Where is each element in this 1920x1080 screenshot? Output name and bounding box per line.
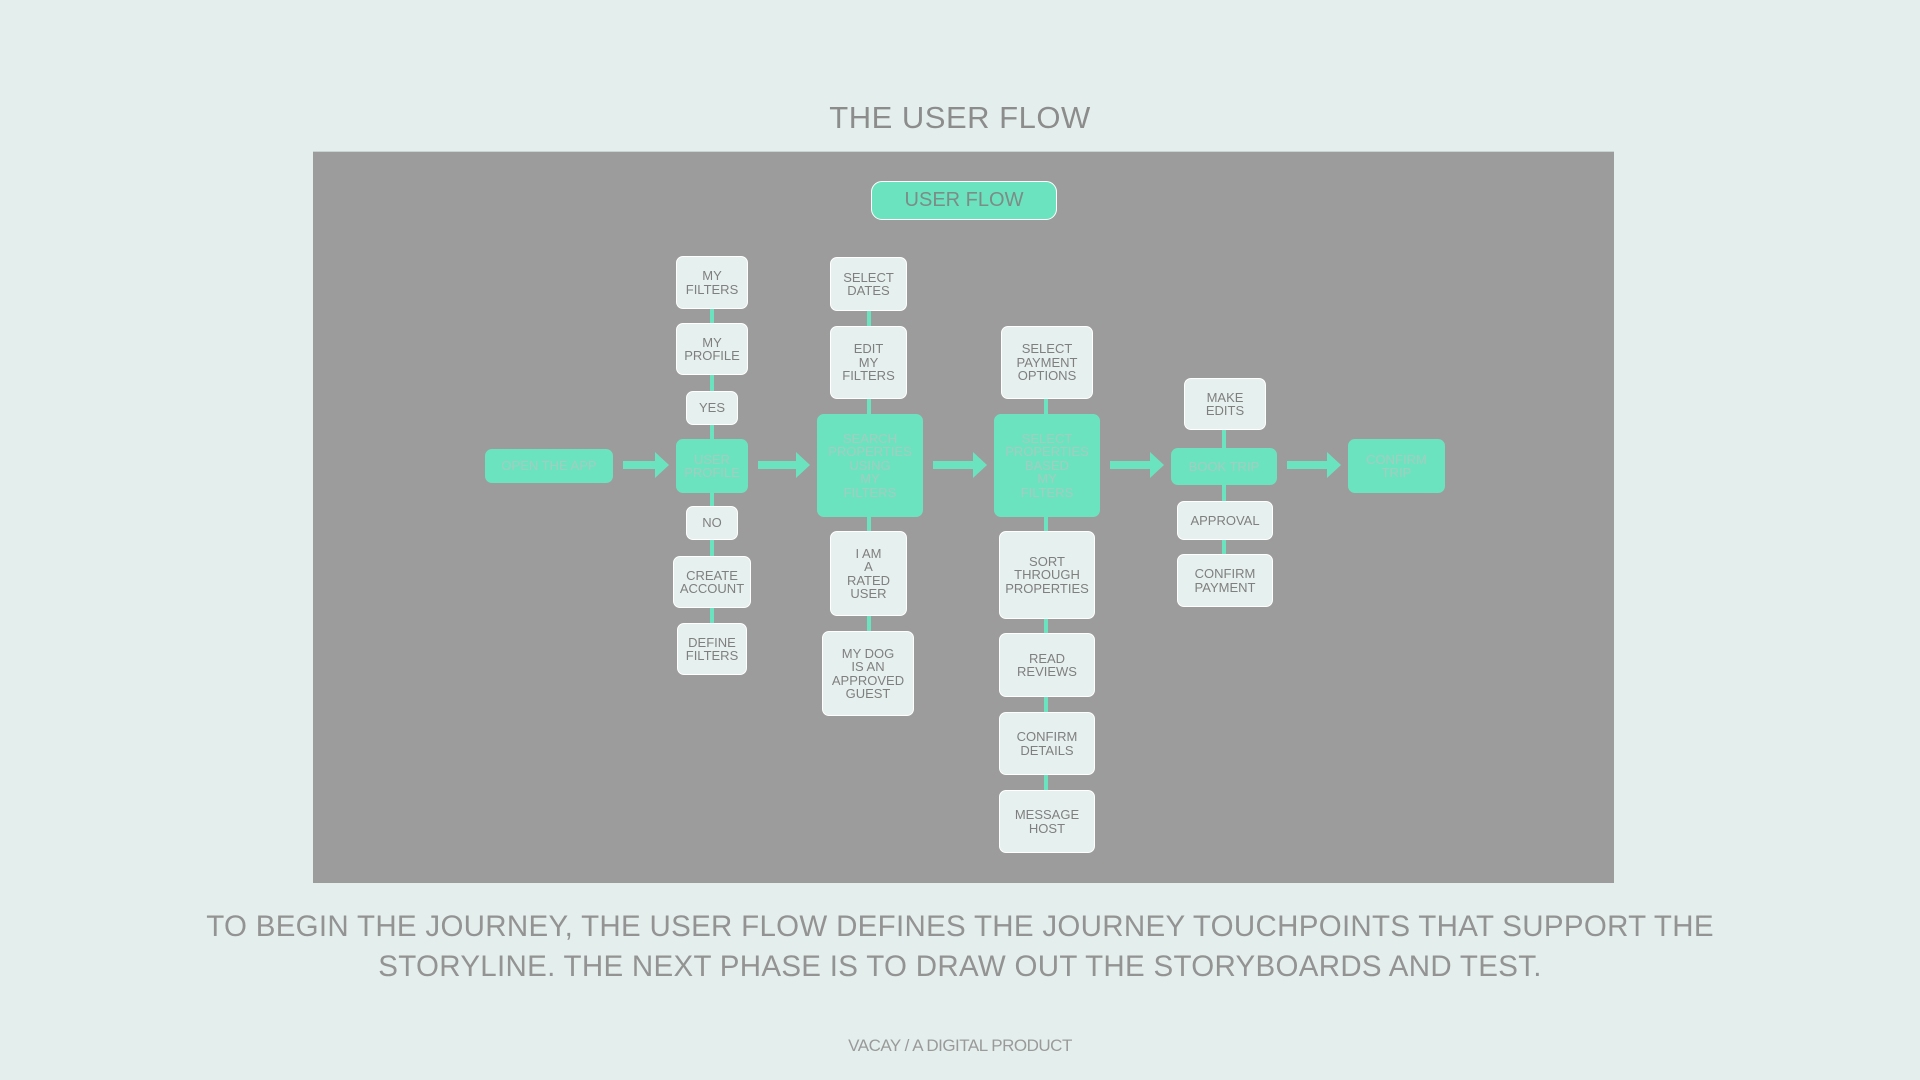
flow-node-define-filters: DEFINE FILTERS	[677, 623, 747, 675]
flow-arrow	[758, 452, 810, 478]
flow-node-select-dates: SELECT DATES	[830, 257, 907, 311]
flow-node-confirm-details: CONFIRM DETAILS	[999, 712, 1095, 775]
flow-node-confirm-payment: CONFIRM PAYMENT	[1177, 554, 1273, 607]
flow-node-search-properties: SEARCH PROPERTIES USING MY FILTERS	[817, 414, 923, 517]
flow-arrow	[1287, 452, 1341, 478]
flow-node-sort-properties: SORT THROUGH PROPERTIES	[999, 531, 1095, 619]
flow-node-no: NO	[686, 506, 738, 540]
flow-node-yes: YES	[686, 391, 738, 425]
flow-node-book-trip: BOOK TRIP	[1171, 448, 1277, 485]
flow-node-dog-approved: MY DOG IS AN APPROVED GUEST	[822, 631, 914, 716]
connector-layer	[623, 282, 1341, 821]
page-title: THE USER FLOW	[829, 100, 1091, 135]
flow-node-approval: APPROVAL	[1177, 501, 1273, 540]
flow-node-edit-my-filters: EDIT MY FILTERS	[830, 326, 907, 399]
flow-node-confirm-trip: CONFIRM TRIP	[1348, 439, 1445, 493]
flow-node-message-host: MESSAGE HOST	[999, 790, 1095, 853]
flow-node-select-properties: SELECT PROPERTIES BASED MY FILTERS	[994, 414, 1100, 517]
flow-node-my-filters: MY FILTERS	[676, 256, 748, 309]
flow-node-read-reviews: READ REVIEWS	[999, 633, 1095, 697]
flow-node-create-account: CREATE ACCOUNT	[673, 556, 751, 608]
flow-node-my-profile: MY PROFILE	[676, 323, 748, 375]
flow-arrow	[1110, 452, 1164, 478]
footer-text: VACAY / A DIGITAL PRODUCT	[848, 1036, 1072, 1055]
flow-node-make-edits: MAKE EDITS	[1184, 378, 1266, 430]
flow-node-rated-user: I AM A RATED USER	[830, 531, 907, 616]
user-flow-diagram: USER FLOW OPEN THE APP USER PROFILE SEARCH…	[313, 151, 1614, 883]
description-text: TO BEGIN THE JOURNEY, THE USER FLOW DEFI…	[206, 910, 1714, 983]
flow-arrow	[623, 452, 669, 478]
flow-node-open-app: OPEN THE APP	[485, 449, 613, 483]
diagram-title: USER FLOW	[871, 181, 1057, 220]
flow-node-select-payment: SELECT PAYMENT OPTIONS	[1001, 326, 1093, 399]
flow-arrow	[933, 452, 987, 478]
flow-node-user-profile: USER PROFILE	[676, 439, 748, 493]
